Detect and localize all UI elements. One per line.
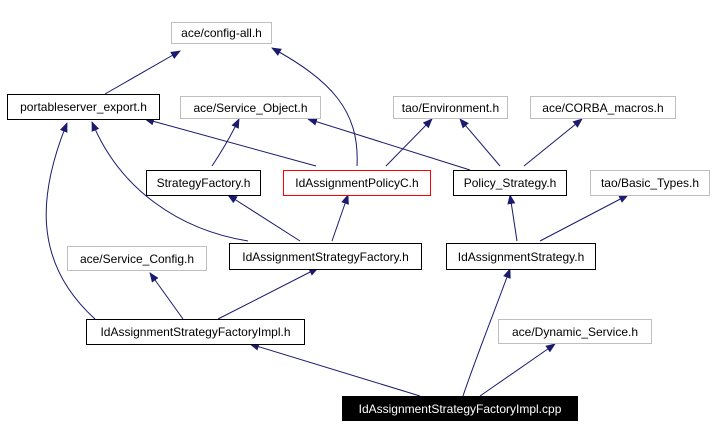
edge-policyc-to-portableserver <box>144 117 317 167</box>
edge-policystrategy-to-corbamacros <box>523 118 583 167</box>
edge-portableserver-to-config <box>104 50 181 95</box>
node-tao-environment[interactable]: tao/Environment.h <box>393 96 508 119</box>
edge-policystrategy-to-environment <box>459 118 501 167</box>
node-portableserver-export[interactable]: portableserver_export.h <box>7 94 160 120</box>
edge-factory-to-policyc <box>331 194 349 242</box>
edge-impl-to-portableserver <box>45 122 96 320</box>
edge-impl-to-serviceconfig <box>149 272 184 320</box>
edge-policystrategy-to-serviceobject <box>307 117 471 171</box>
edge-factory-to-portableserver <box>91 121 249 242</box>
node-idassignment-strategy[interactable]: IdAssignmentStrategy.h <box>446 243 596 270</box>
edge-strategyfactory-to-serviceobject <box>211 118 240 167</box>
edge-strategy-to-basictypes <box>539 194 629 242</box>
edge-strategy-to-policystrategy <box>507 194 518 242</box>
node-idassignment-strategy-factory-impl-h[interactable]: IdAssignmentStrategyFactoryImpl.h <box>86 319 305 345</box>
node-tao-basic-types[interactable]: tao/Basic_Types.h <box>590 170 710 196</box>
node-idassignment-policyc[interactable]: IdAssignmentPolicyC.h <box>283 170 431 196</box>
node-strategy-factory[interactable]: StrategyFactory.h <box>146 170 261 196</box>
node-ace-service-config[interactable]: ace/Service_Config.h <box>67 246 207 271</box>
node-ace-corba-macros[interactable]: ace/CORBA_macros.h <box>530 96 676 119</box>
edge-policyc-to-environment <box>385 118 433 167</box>
node-ace-service-object[interactable]: ace/Service_Object.h <box>180 96 321 119</box>
edge-cpp-to-strategy <box>462 268 511 397</box>
edge-impl-to-factory <box>217 267 319 320</box>
edge-cpp-to-dynamicservice <box>479 343 556 397</box>
edge-cpp-to-implh <box>249 342 421 397</box>
node-idassignment-strategy-factory-impl-cpp[interactable]: IdAssignmentStrategyFactoryImpl.cpp <box>342 396 578 421</box>
node-ace-config-all[interactable]: ace/config-all.h <box>171 22 272 44</box>
node-policy-strategy[interactable]: Policy_Strategy.h <box>453 170 567 196</box>
node-idassignment-strategy-factory[interactable]: IdAssignmentStrategyFactory.h <box>229 243 422 270</box>
edge-policyc-to-config <box>271 47 358 167</box>
edge-factory-to-strategyfactory <box>227 194 301 242</box>
node-ace-dynamic-service[interactable]: ace/Dynamic_Service.h <box>498 319 652 344</box>
